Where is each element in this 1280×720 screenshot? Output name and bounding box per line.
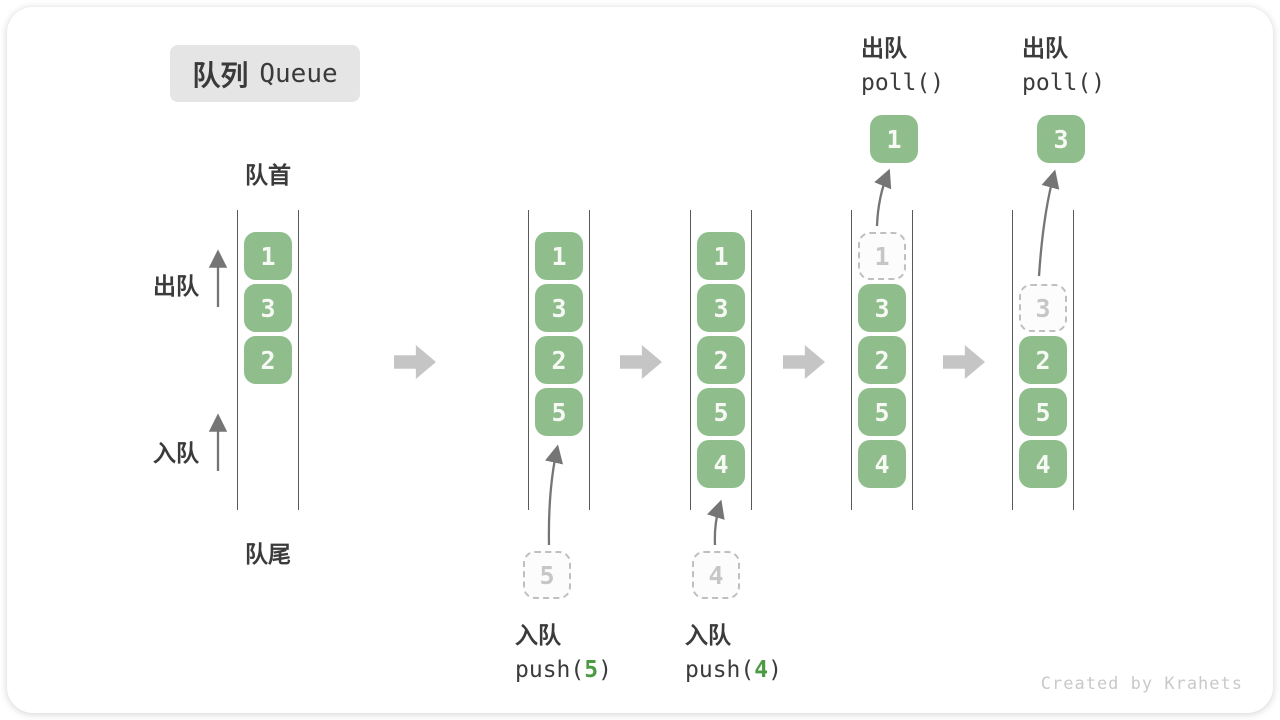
- title-zh: 队列: [192, 59, 249, 91]
- queue-cell: 1: [697, 232, 745, 280]
- push4-arrow: [707, 499, 725, 546]
- polled-cell-1: 1: [870, 115, 918, 163]
- next-state-arrow-icon: [620, 345, 662, 379]
- queue-cell: 5: [535, 388, 583, 436]
- watermark-credit: Created by Krahets: [1040, 674, 1243, 694]
- push4-operation-label: 入队 push(4): [685, 618, 782, 688]
- queue-column-state5: 3 2 5 4: [1012, 210, 1074, 510]
- title-badge: 队列 Queue: [170, 45, 360, 102]
- next-state-arrow-icon: [783, 345, 825, 379]
- dequeue-op-label: 出队: [861, 35, 907, 61]
- queue-cell: 4: [697, 440, 745, 488]
- queue-cell: 2: [858, 336, 906, 384]
- queue-cell: 5: [697, 388, 745, 436]
- queue-cell: 3: [697, 284, 745, 332]
- queue-cell: 1: [535, 232, 583, 280]
- queue-cell: 2: [535, 336, 583, 384]
- removed-cell-placeholder: 1: [858, 232, 906, 280]
- queue-cell: 3: [535, 284, 583, 332]
- queue-column-state2: 1 3 2 5: [528, 210, 590, 510]
- push5-operation-label: 入队 push(5): [515, 618, 612, 688]
- queue-cell: 4: [858, 440, 906, 488]
- incoming-cell-4: 4: [692, 551, 740, 599]
- push5-arg: 5: [584, 657, 599, 683]
- figure-canvas: 队列 Queue 队首 队尾 出队 入队 1 3 2 1 3 2 5 1 3 2…: [7, 7, 1273, 713]
- queue-cell: 3: [244, 284, 292, 332]
- queue-rear-label: 队尾: [245, 541, 291, 567]
- queue-cell: 2: [1019, 336, 1067, 384]
- enqueue-op-label: 入队: [515, 622, 561, 648]
- queue-column-state1: 1 3 2: [237, 210, 299, 510]
- queue-front-label: 队首: [245, 162, 291, 188]
- push4-arg: 4: [754, 657, 769, 683]
- poll1-operation-label: 出队 poll(): [861, 31, 944, 101]
- push4-code: push(4): [685, 657, 782, 683]
- queue-cell: 2: [697, 336, 745, 384]
- incoming-cell-5: 5: [523, 551, 571, 599]
- enqueue-side-label: 入队: [153, 440, 199, 466]
- poll1-code: poll(): [861, 70, 945, 96]
- removed-cell-placeholder: 3: [1019, 284, 1067, 332]
- poll3-operation-label: 出队 poll(): [1022, 31, 1105, 101]
- next-state-arrow-icon: [394, 345, 436, 379]
- polled-cell-3: 3: [1037, 115, 1085, 163]
- queue-cell: 1: [244, 232, 292, 280]
- enqueue-op-label: 入队: [685, 622, 731, 648]
- queue-cell: 2: [244, 336, 292, 384]
- queue-column-state4: 1 3 2 5 4: [851, 210, 913, 510]
- next-state-arrow-icon: [943, 345, 985, 379]
- queue-cell: 5: [858, 388, 906, 436]
- queue-cell: 3: [858, 284, 906, 332]
- title-en: Queue: [259, 58, 338, 89]
- queue-cell: 5: [1019, 388, 1067, 436]
- queue-column-state3: 1 3 2 5 4: [690, 210, 752, 510]
- queue-cell: 4: [1019, 440, 1067, 488]
- dequeue-op-label: 出队: [1022, 35, 1068, 61]
- poll3-code: poll(): [1022, 70, 1106, 96]
- push5-code: push(5): [515, 657, 612, 683]
- dequeue-side-label: 出队: [153, 273, 199, 299]
